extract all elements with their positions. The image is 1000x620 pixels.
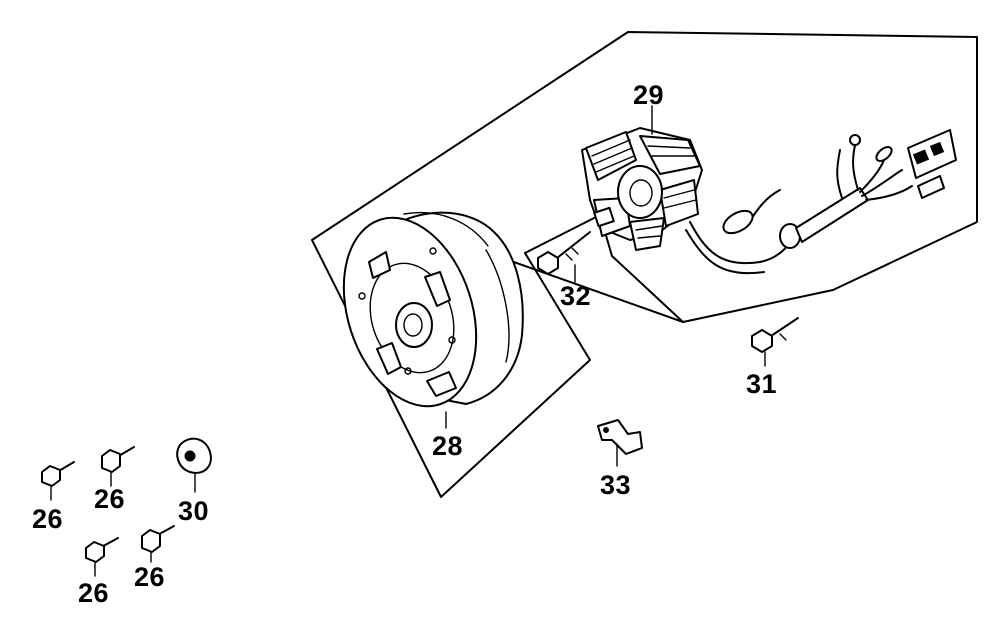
clamp [597, 419, 643, 455]
bolt-31 [751, 317, 799, 353]
label-stator: 29 [633, 80, 664, 110]
bolt-32 [537, 231, 591, 275]
label-bolt-26a: 26 [32, 504, 63, 534]
bolt-26b [101, 446, 135, 473]
bolt-26c [85, 537, 119, 563]
flywheel [342, 211, 524, 408]
washer [176, 437, 212, 474]
label-washer: 30 [178, 496, 209, 526]
label-bolt-26c: 26 [78, 578, 109, 608]
label-clamp: 33 [600, 470, 631, 500]
label-bolt-32: 32 [560, 281, 591, 311]
stator [581, 127, 703, 251]
label-bolt-26b: 26 [94, 484, 125, 514]
label-bolt-31: 31 [746, 369, 777, 399]
bolt-26a [41, 461, 75, 487]
wiring-harness [685, 129, 957, 275]
label-flywheel: 28 [432, 431, 463, 461]
label-bolt-26d: 26 [134, 562, 165, 592]
bolt-26d [141, 525, 175, 553]
